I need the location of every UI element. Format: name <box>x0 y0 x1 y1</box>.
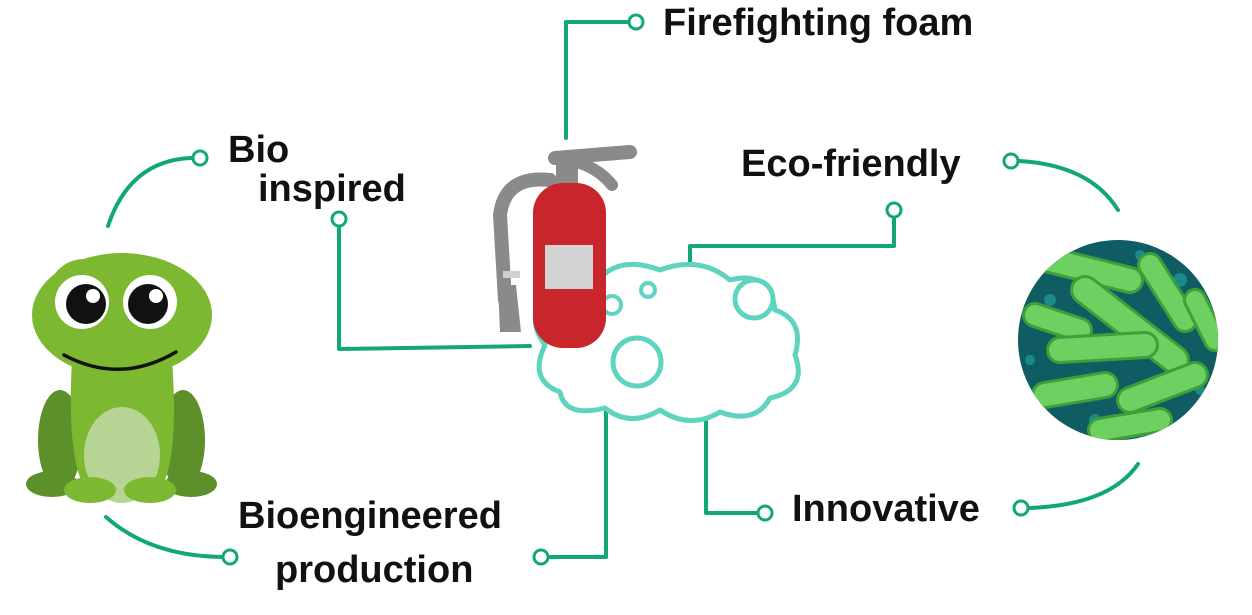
connector-bioengineered <box>547 408 608 559</box>
bacteria-icon <box>1018 240 1218 440</box>
connector-bio-inspired <box>337 225 532 351</box>
connector-frog-bioeng-arc <box>104 515 224 559</box>
connector-frog-bio-arc <box>106 156 194 228</box>
connectors <box>104 13 1140 566</box>
connector-node-bio-inspired <box>330 210 348 228</box>
fire-extinguisher-icon <box>492 145 637 348</box>
connector-firefighting-foam <box>564 20 630 140</box>
label-bioengineered-line1: Bioengineered <box>238 495 502 537</box>
label-bio-inspired-line1: Bio <box>228 129 290 171</box>
connector-node-bio-arc <box>191 149 209 167</box>
connector-node-bioengineered <box>532 548 550 566</box>
label-bioengineered-line2: production <box>275 549 474 591</box>
connector-node-bioeng-arc <box>221 548 239 566</box>
connector-node-eco-arc <box>1002 152 1020 170</box>
frog-icon <box>26 253 217 503</box>
connector-node-eco-friendly <box>885 201 903 219</box>
label-firefighting-foam: Firefighting foam <box>663 2 974 44</box>
label-eco-friendly: Eco-friendly <box>741 143 961 185</box>
label-innovative: Innovative <box>792 488 980 530</box>
connector-node-firefighting-foam <box>627 13 645 31</box>
connector-node-innov-arc <box>1012 499 1030 517</box>
connector-bacteria-eco-arc <box>1017 159 1120 212</box>
label-bio-inspired-line2: inspired <box>258 168 406 210</box>
connector-node-innovative <box>756 504 774 522</box>
connector-bacteria-innov-arc <box>1027 462 1140 510</box>
connector-innovative <box>704 376 759 515</box>
